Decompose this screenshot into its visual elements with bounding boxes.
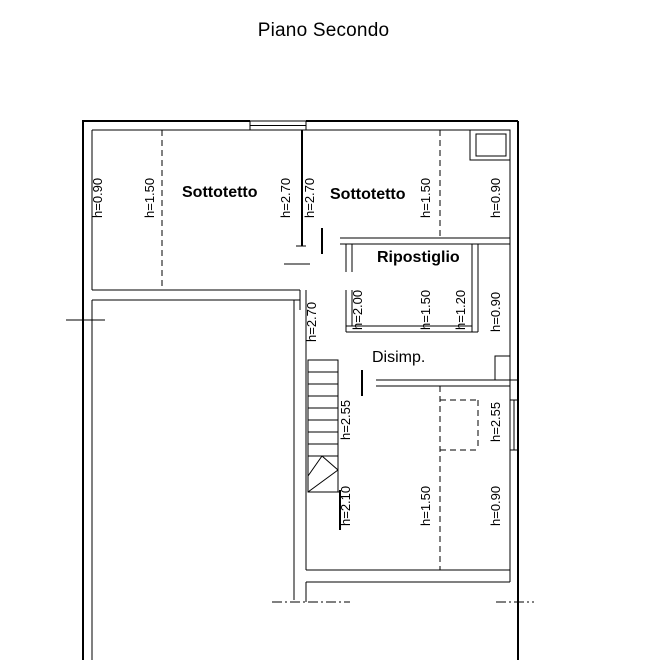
dashed-lines bbox=[161, 130, 479, 570]
height-label: h=2.00 bbox=[350, 290, 365, 330]
height-label: h=1.50 bbox=[418, 486, 433, 526]
room-label-sottotetto-left: Sottotetto bbox=[182, 184, 258, 201]
partition-walls bbox=[284, 130, 518, 396]
room-label-sottotetto-right: Sottotetto bbox=[330, 186, 406, 203]
height-label: h=1.50 bbox=[142, 178, 157, 218]
height-label: h=2.55 bbox=[338, 400, 353, 440]
plan-title: Piano Secondo bbox=[257, 20, 390, 41]
room-label-disimpegno: Disimp. bbox=[372, 349, 425, 366]
height-label: h=2.55 bbox=[488, 402, 503, 442]
height-label: h=1.50 bbox=[418, 178, 433, 218]
lower-left-walls bbox=[66, 289, 307, 660]
height-label: h=2.10 bbox=[338, 486, 353, 526]
outer-walls bbox=[82, 120, 519, 660]
height-label: h=2.70 bbox=[304, 302, 319, 342]
height-label: h=0.90 bbox=[90, 178, 105, 218]
height-label: h=1.50 bbox=[418, 290, 433, 330]
window-top bbox=[249, 120, 307, 131]
room-label-ripostiglio: Ripostiglio bbox=[377, 249, 460, 266]
height-label: h=0.90 bbox=[488, 486, 503, 526]
height-label: h=2.70 bbox=[278, 178, 293, 218]
chimney bbox=[469, 129, 511, 161]
height-label: h=0.90 bbox=[488, 292, 503, 332]
height-label: h=1.20 bbox=[453, 290, 468, 330]
window-right bbox=[509, 399, 519, 451]
staircase bbox=[307, 359, 341, 530]
bottom-walls bbox=[272, 400, 534, 603]
height-label: h=2.70 bbox=[302, 178, 317, 218]
height-label: h=0.90 bbox=[488, 178, 503, 218]
